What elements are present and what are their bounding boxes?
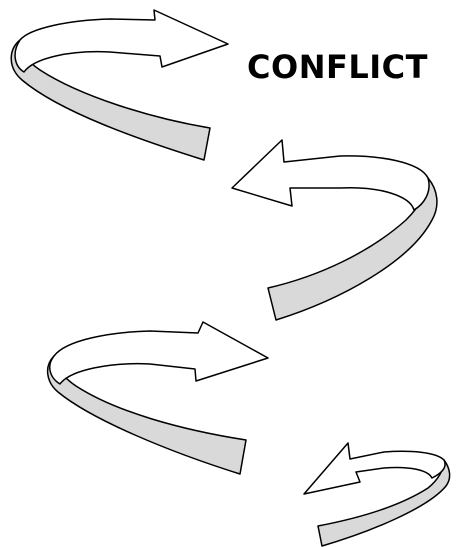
arrow-3-face <box>50 322 268 384</box>
conflict-label: CONFLICT <box>247 48 428 86</box>
arrow-4-face <box>304 443 445 494</box>
curved-arrow-right-large <box>11 10 228 160</box>
curved-arrow-left-large <box>232 140 437 320</box>
curved-arrow-right-medium <box>48 322 268 474</box>
arrow-1-face <box>15 10 228 72</box>
curved-arrow-left-small <box>304 443 450 546</box>
arrow-2-face <box>232 140 429 210</box>
